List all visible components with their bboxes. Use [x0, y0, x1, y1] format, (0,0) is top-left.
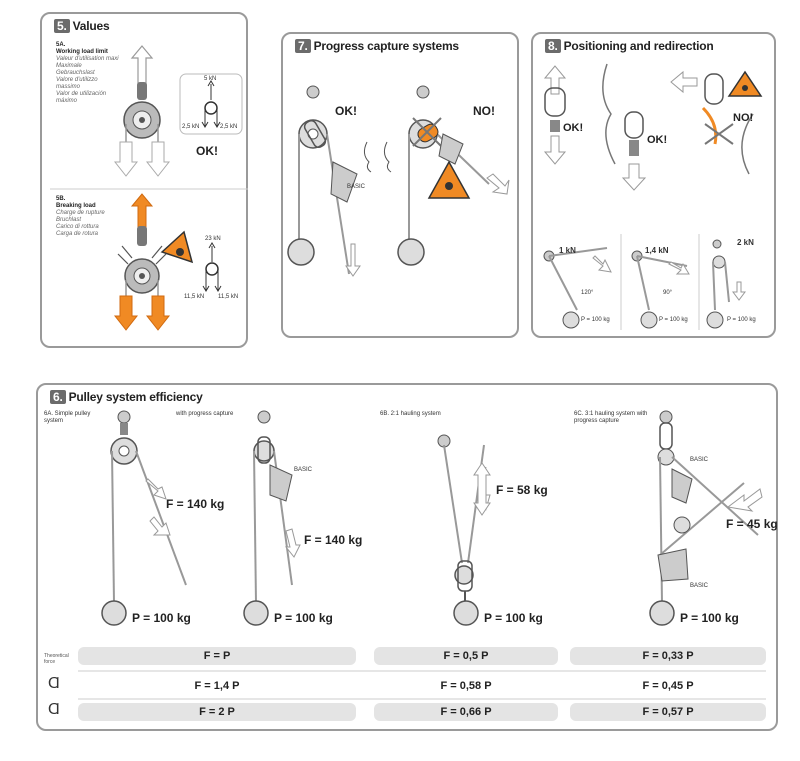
values-illustration	[50, 45, 248, 331]
efficiency-row-progress: F = 0,66 P	[374, 703, 558, 721]
section-label: with progress capture	[176, 411, 234, 417]
efficiency-row-progress: F = 0,57 P	[570, 703, 766, 721]
basic-label: BASIC	[690, 457, 709, 463]
panel-positioning: 8.Positioning and redirection	[531, 32, 776, 338]
no-label: NO!	[733, 112, 754, 124]
progress-capture-illustration	[287, 85, 510, 277]
angle-label: 90°	[663, 290, 673, 296]
force-left-label: 2,5 kN	[182, 124, 200, 130]
no-label: NO!	[473, 104, 495, 118]
panel-title-text: Progress capture systems	[313, 39, 459, 53]
efficiency-row-theoretical: F = P	[78, 647, 356, 665]
force-label: F = 140 kg	[304, 533, 363, 547]
section-code: 5A.	[56, 42, 66, 48]
translation: Valor de utilización	[56, 91, 107, 97]
force-right-label: 2,5 kN	[220, 124, 238, 130]
breaking-right-label: 11,5 kN	[218, 294, 239, 300]
breaking-top-label: 23 kN	[205, 236, 221, 242]
load-label: P = 100 kg	[132, 611, 191, 625]
load-label: P = 100 kg	[581, 317, 610, 323]
basic-label: BASIC	[690, 583, 709, 589]
panel-number: 6.	[50, 390, 66, 404]
force-label: 1,4 kN	[645, 246, 669, 255]
efficiency-row-theoretical: F = 0,33 P	[570, 647, 766, 665]
pulley-progress-icon: Ɑ	[48, 701, 60, 718]
efficiency-row-pulley: F = 1,4 P	[194, 680, 240, 692]
panel-title: 7.Progress capture systems	[295, 39, 459, 53]
ok-label: OK!	[335, 104, 357, 118]
ok-label: OK!	[647, 134, 668, 146]
panel-title: 8.Positioning and redirection	[545, 39, 714, 53]
translation: Valeur d'utilisation maxi	[56, 56, 119, 62]
breaking-load-text: 5B. Breaking load Charge de rupture Bruc…	[56, 196, 126, 238]
panel-number: 8.	[545, 39, 561, 53]
section-code: 5B.	[56, 196, 66, 202]
load-label: P = 100 kg	[484, 611, 543, 625]
basic-label: BASIC	[294, 467, 313, 473]
table-lines	[78, 670, 766, 700]
basic-label: BASIC	[347, 184, 366, 190]
efficiency-row-pulley: F = 0,58 P	[440, 680, 492, 692]
translation: Bruchlast	[56, 217, 82, 223]
ok-label: OK!	[196, 144, 218, 158]
force-label: F = 58 kg	[496, 483, 548, 497]
ok-label: OK!	[563, 122, 584, 134]
translation: massimo	[56, 84, 81, 90]
force-label: F = 45 kg	[726, 517, 778, 531]
breaking-load-label: Breaking load	[56, 203, 96, 209]
section-label: 6B. 2:1 hauling system	[380, 411, 441, 417]
panel-title-text: Values	[72, 19, 110, 33]
force-label: 2 kN	[737, 238, 754, 247]
positioning-illustration	[543, 63, 763, 330]
translation: Carga de rotura	[56, 231, 99, 237]
panel-title: 6.Pulley system efficiency	[50, 390, 203, 404]
pulley-icon: Ɑ	[48, 675, 60, 692]
force-top-label: 5 kN	[204, 76, 217, 82]
panel-title-text: Pulley system efficiency	[68, 390, 203, 404]
efficiency-row-progress: F = 2 P	[78, 703, 356, 721]
translation: Gebrauchslast	[56, 70, 95, 76]
force-label: 1 kN	[559, 246, 576, 255]
efficiency-row-pulley: F = 0,45 P	[642, 680, 694, 692]
section-label: 6C. 3:1 hauling system with progress cap…	[574, 411, 648, 424]
working-load-text: 5A. Working load limit Valeur d'utilisat…	[56, 42, 134, 105]
efficiency-row-theoretical: F = 0,5 P	[374, 647, 558, 665]
translation: Carico di rottura	[56, 224, 99, 230]
pulley-efficiency-illustration	[101, 410, 763, 626]
force-label: F = 140 kg	[166, 497, 225, 511]
section-label: 6A. Simple pulley system	[44, 411, 91, 424]
panel-progress-capture: 7.Progress capture systems OK! NO! BASIC	[281, 32, 519, 338]
panel-number: 7.	[295, 39, 311, 53]
panel-values: 5.Values 5A. Working load limit Valeur d…	[40, 12, 248, 348]
translation: máximo	[56, 98, 78, 104]
panel-pulley-efficiency: 6.Pulley system efficiency 6A. Simple pu…	[36, 383, 778, 731]
translation: Valore d'utilizzo	[56, 77, 98, 83]
load-label: P = 100 kg	[680, 611, 739, 625]
panel-title-text: Positioning and redirection	[563, 39, 714, 53]
panel-title: 5.Values	[54, 19, 110, 33]
load-label: P = 100 kg	[274, 611, 333, 625]
breaking-left-label: 11,5 kN	[184, 294, 205, 300]
load-label: P = 100 kg	[727, 317, 756, 323]
translation: Charge de rupture	[56, 210, 105, 216]
panel-number: 5.	[54, 19, 70, 33]
angle-label: 120°	[581, 290, 594, 296]
working-load-label: Working load limit	[56, 49, 108, 55]
theoretical-force-label: Theoretical force	[44, 653, 69, 665]
translation: Maximale	[56, 63, 82, 69]
load-label: P = 100 kg	[659, 317, 688, 323]
